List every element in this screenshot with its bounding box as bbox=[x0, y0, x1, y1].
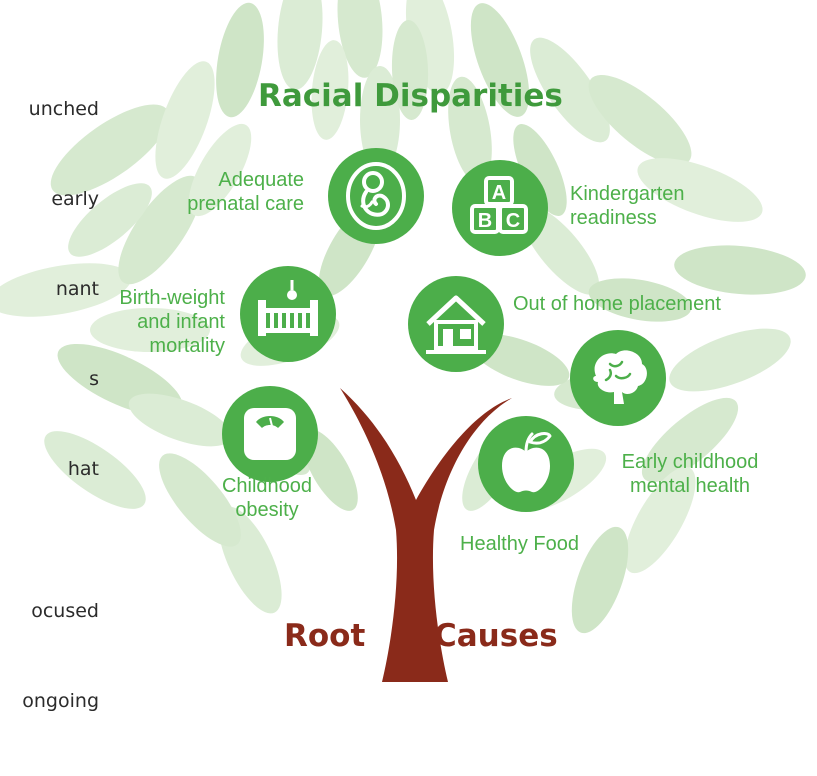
label-line: mortality bbox=[149, 335, 225, 357]
leaf bbox=[571, 526, 629, 634]
svg-text:C: C bbox=[506, 210, 520, 232]
label-kindergarten: Kindergarten readiness bbox=[570, 182, 685, 230]
fetus-icon bbox=[328, 148, 424, 244]
label-mental-health: Early childhood mental health bbox=[590, 450, 790, 498]
leaf bbox=[641, 397, 739, 483]
scale-icon bbox=[222, 386, 318, 482]
leaf bbox=[588, 74, 692, 166]
leaf bbox=[588, 278, 692, 322]
leaf bbox=[513, 124, 567, 216]
leaf bbox=[624, 466, 696, 574]
brain-icon bbox=[570, 330, 666, 426]
leaf bbox=[90, 308, 210, 352]
root-label-left: Root bbox=[284, 618, 366, 654]
diagram-title: Racial Disparities bbox=[258, 78, 563, 114]
label-line: readiness bbox=[570, 207, 657, 229]
label-line: obesity bbox=[235, 499, 299, 521]
leaf bbox=[159, 453, 241, 547]
leaf bbox=[674, 245, 806, 295]
label-healthy-food: Healthy Food bbox=[460, 532, 579, 556]
label-birthweight: Birth-weight and infant mortality bbox=[119, 286, 225, 358]
label-obesity: Childhood obesity bbox=[192, 474, 342, 522]
leaf bbox=[128, 393, 232, 447]
label-line: Birth-weight bbox=[119, 287, 225, 309]
label-line: and infant bbox=[137, 311, 225, 333]
leaf bbox=[637, 158, 763, 222]
svg-text:B: B bbox=[478, 210, 492, 232]
leaf bbox=[277, 0, 323, 90]
leaf bbox=[44, 431, 146, 509]
background-paragraph-top: unched early nant s hat bbox=[0, 34, 99, 544]
label-line: Out of home placement bbox=[513, 293, 721, 315]
background-text-line: ongoing bbox=[22, 690, 99, 712]
label-line: Childhood bbox=[221, 475, 313, 497]
leaf bbox=[0, 263, 132, 317]
background-text-line: early bbox=[51, 188, 99, 210]
background-text-line: s bbox=[89, 368, 99, 390]
background-text-line: unched bbox=[28, 98, 99, 120]
svg-text:A: A bbox=[492, 182, 506, 204]
crib-icon bbox=[240, 266, 336, 362]
diagram-root: unched early nant s hat ocused ongoing R… bbox=[0, 0, 806, 712]
tree-trunk bbox=[340, 388, 512, 682]
leaf bbox=[50, 104, 170, 196]
leaf bbox=[337, 0, 383, 78]
background-text-line: nant bbox=[55, 278, 99, 300]
background-text-line: hat bbox=[67, 458, 99, 480]
label-prenatal: Adequate prenatal care bbox=[187, 168, 304, 216]
background-paragraph-bottom: ocused ongoing bbox=[0, 536, 99, 776]
leaf bbox=[68, 183, 152, 257]
leaf bbox=[118, 175, 202, 285]
leaf bbox=[669, 328, 791, 392]
leaf bbox=[360, 66, 400, 174]
leaf bbox=[216, 2, 264, 118]
background-text-line: ocused bbox=[31, 600, 99, 622]
apple-icon bbox=[478, 416, 574, 512]
leaf bbox=[470, 3, 530, 117]
root-label-right: Causes bbox=[434, 618, 558, 654]
leaf bbox=[302, 429, 358, 511]
label-line: Adequate bbox=[218, 169, 304, 191]
leaf bbox=[391, 20, 429, 120]
label-line: mental health bbox=[629, 475, 751, 497]
leaf bbox=[188, 123, 252, 217]
label-line: Healthy Food bbox=[460, 533, 579, 555]
label-placement: Out of home placement bbox=[513, 292, 721, 316]
label-line: prenatal care bbox=[187, 193, 304, 215]
label-line: Early childhood bbox=[621, 451, 759, 473]
leaf bbox=[155, 61, 215, 179]
house-icon bbox=[408, 276, 504, 372]
abc-blocks-icon: A B C bbox=[452, 160, 548, 256]
leaf bbox=[448, 76, 492, 184]
leaf bbox=[311, 40, 349, 140]
leaf bbox=[530, 37, 610, 143]
label-line: Kindergarten bbox=[570, 183, 685, 205]
